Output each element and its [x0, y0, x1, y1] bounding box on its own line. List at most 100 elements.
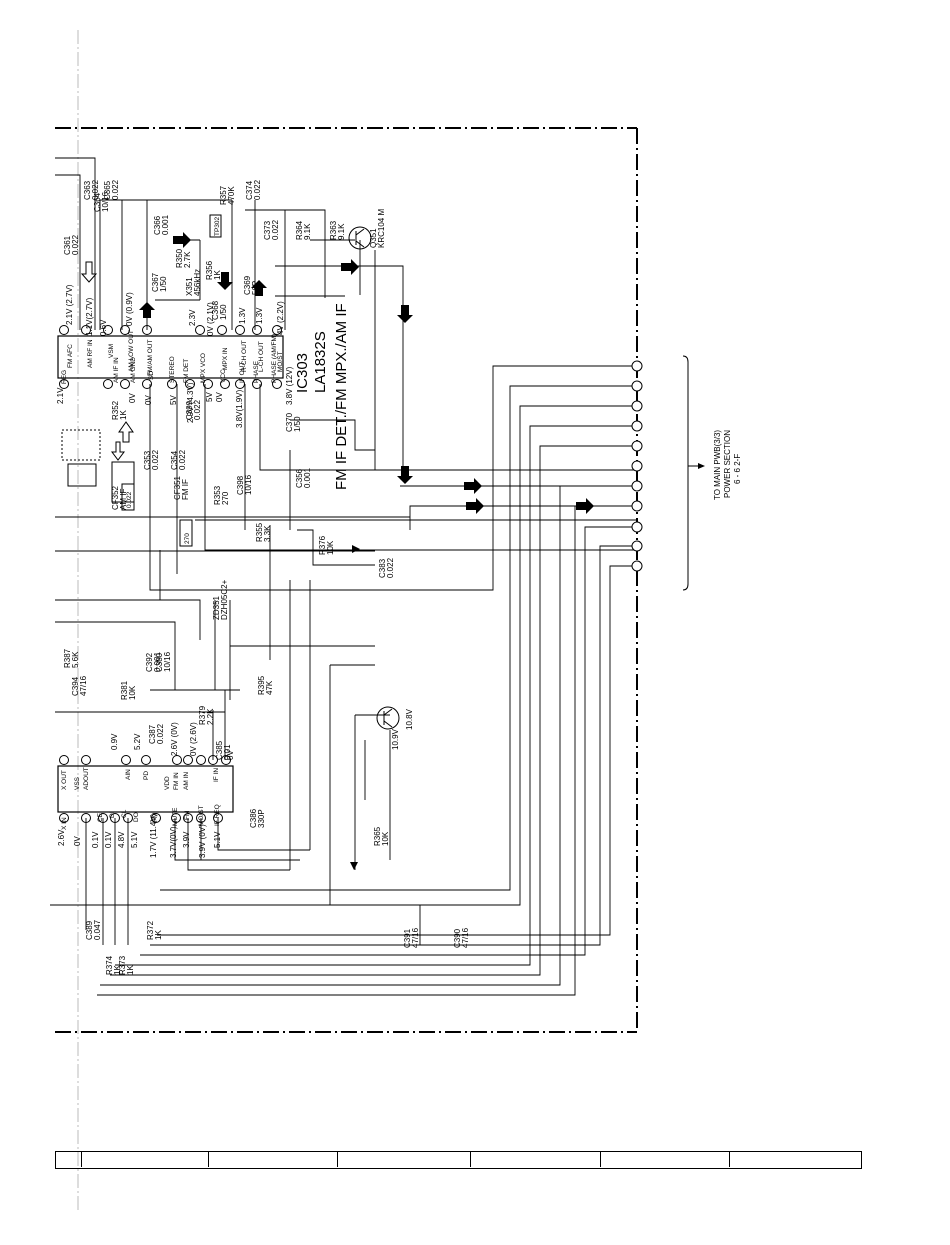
- pin-label: IF IN: [213, 768, 220, 782]
- voltage-label: 1.3V: [238, 307, 247, 324]
- pin-label: DO: [133, 812, 140, 822]
- component-ref: R365: [373, 826, 382, 846]
- pin-label: FM: [184, 811, 191, 820]
- pin-label: FM IN: [173, 772, 180, 790]
- component-value: AM IF: [119, 489, 128, 510]
- tp302-box: [209, 214, 222, 238]
- component-ref: CF352: [111, 485, 120, 510]
- pin-label: REG: [61, 370, 68, 384]
- pin-label: SD: [148, 371, 155, 380]
- pin-label: CE: [97, 812, 104, 822]
- component-ref: C354: [170, 450, 179, 470]
- footer-cell: [337, 1151, 338, 1167]
- pin-label: VCC: [220, 369, 227, 383]
- component-value: 0.022: [193, 399, 202, 420]
- component-ref: C365: [103, 180, 112, 200]
- component-ref: C364: [93, 192, 102, 212]
- footer-cell: [600, 1151, 601, 1167]
- component-value: 270: [221, 491, 230, 505]
- component-ref: R376: [318, 535, 327, 555]
- voltage-label: 2.6V (0V): [170, 722, 179, 756]
- component-value: 0.022: [151, 449, 160, 470]
- ic303-pin-labels-top: FM AFC AM RF IN VSM AM LOW OUT FM/AM OUT…: [67, 330, 284, 376]
- ic303-pins-bottom: [59, 379, 282, 389]
- component-value: 47/16: [79, 675, 88, 696]
- pin-label: AM IF IN: [113, 357, 120, 383]
- component-ref: R357: [219, 185, 228, 205]
- component-ref: R387: [63, 648, 72, 668]
- diodes: [350, 545, 360, 870]
- component-ref: C361: [63, 235, 72, 255]
- pin-label: MO/ST: [198, 805, 205, 826]
- component-ref: C369: [243, 275, 252, 295]
- connector-pins: [631, 360, 643, 572]
- pin-label: CL: [121, 809, 128, 818]
- voltage-label: 1.3V: [255, 307, 264, 324]
- component-value: 330P: [257, 809, 266, 828]
- pin-label: AM GND: [130, 357, 137, 383]
- voltage-label: 0.9V: [110, 733, 119, 750]
- pll-pin-labels: X IN X OUT VSS ADOUT AIN PD VDD FM IN AM…: [61, 767, 221, 830]
- component-value: KRC104 M: [377, 209, 386, 248]
- hollow-arrows: [80, 261, 134, 461]
- pin-label: VSS: [74, 776, 81, 790]
- connector-label-2: POWER SECTION: [723, 430, 732, 498]
- pll-body: [57, 765, 234, 813]
- component-ref: R379: [198, 705, 207, 725]
- voltage-label: 0V: [226, 750, 235, 760]
- ic303-pins-top: [59, 325, 282, 335]
- voltage-label: 2.6V: [57, 829, 66, 846]
- component-ref: C374: [245, 180, 254, 200]
- component-value: 0.001: [303, 467, 312, 488]
- transistor-voltage-1: 10.9V: [391, 728, 400, 750]
- component-value: 56P: [251, 281, 260, 295]
- voltage-label: 3.8V (12V): [285, 366, 294, 405]
- component-value: 0.022: [91, 179, 100, 200]
- component-value: 1/50: [293, 416, 302, 432]
- voltage-label: 5.1V: [213, 831, 222, 848]
- ic303-ref: IC303: [294, 353, 311, 393]
- voltage-label: 1.7V (11.4V): [149, 813, 158, 858]
- footer-cell: [81, 1151, 82, 1167]
- component-value: 470K: [227, 186, 236, 205]
- pin-label: AM IN: [183, 772, 190, 790]
- component-ref: X351: [185, 277, 194, 296]
- component-value: 9.1K: [303, 223, 312, 240]
- pll-voltages: 2.6V 0V 0.9V 5.2V 2.6V (0V) 0V (2.6V) 0V…: [57, 722, 235, 858]
- footer-cell: [470, 1151, 471, 1167]
- pin-label: MUTE: [172, 807, 179, 826]
- ic303-voltages: 2.1V (2.7V) 1.1V(2.7V) 0.6V 0V (0.9V) 2.…: [56, 284, 294, 428]
- component-ref: C366: [153, 215, 162, 235]
- component-ref: C399: [185, 400, 194, 420]
- transistor-voltage-2: 10.8V: [405, 708, 414, 730]
- pin-label: X IN: [61, 817, 68, 830]
- connector-bracket: [682, 355, 689, 591]
- component-ref: C391: [403, 928, 412, 948]
- voltage-label: 2.9V (4.3V): [186, 382, 195, 423]
- component-ref: R355: [255, 522, 264, 542]
- pin-label: PHASE: [253, 360, 260, 383]
- voltage-label: 2.1V: [56, 387, 65, 404]
- component-value: 0.022: [178, 449, 187, 470]
- footer-strip: [55, 1151, 862, 1169]
- pin-label: IF REQ: [214, 804, 221, 826]
- component-ref: C368: [211, 300, 220, 320]
- component-ref: R364: [295, 220, 304, 240]
- voltage-label: 0V (2.6V): [189, 722, 198, 756]
- component-value: 0.022: [71, 234, 80, 255]
- component-value: 47K: [265, 680, 274, 695]
- connector-label-3: 6 - 6 2-F: [733, 454, 742, 484]
- voltage-label: 3.8V(1.9V): [235, 389, 244, 428]
- component-value: FM IF: [181, 479, 190, 500]
- pin-label: FM AFC: [67, 344, 74, 368]
- fm-if-label: 270: [184, 533, 191, 544]
- component-value: 10K: [381, 831, 390, 846]
- component-value: 9.1K: [337, 223, 346, 240]
- transistor-q351: [348, 226, 372, 250]
- component-ref: C380: [155, 652, 164, 672]
- pin-label: MO/ST: [277, 351, 284, 372]
- voltage-label: 4V (2.2V): [276, 301, 285, 335]
- ic303-pin-labels-bottom: REG AM IF IN AM GND SD STEREO FM DET MPX…: [61, 334, 278, 384]
- ic303-function: FM IF DET./FM MPX./AM IF: [333, 303, 350, 490]
- component-ref: C370: [285, 412, 294, 432]
